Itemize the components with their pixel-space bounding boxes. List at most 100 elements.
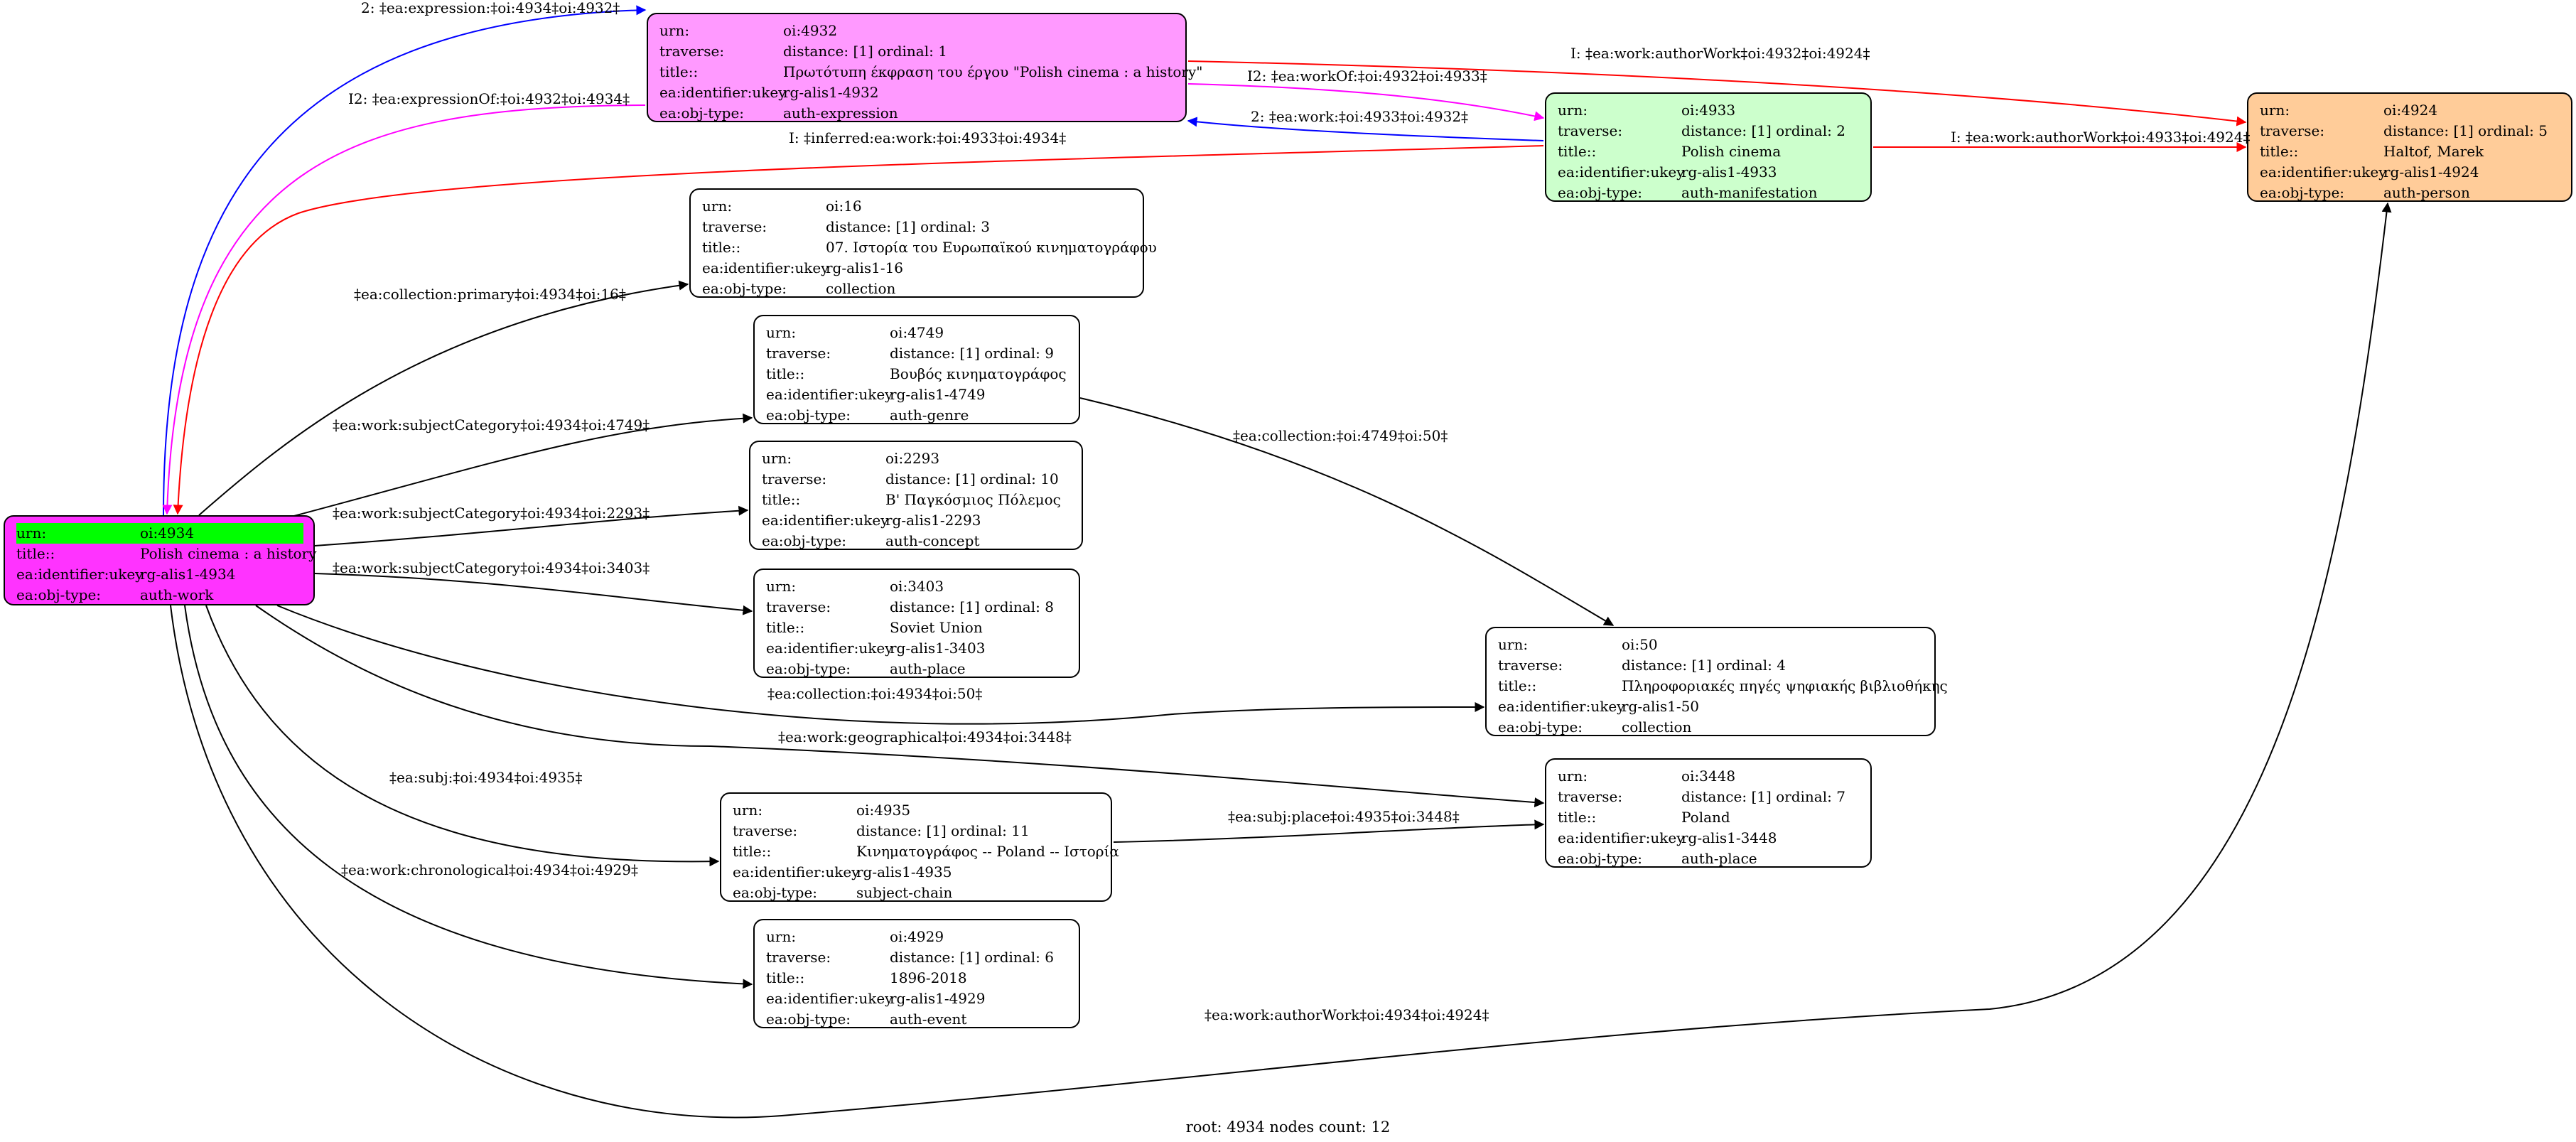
node-field-key: urn:	[733, 802, 763, 819]
node-field-row: urn:oi:4934	[16, 523, 303, 544]
node-field-value: rg-alis1-4929	[890, 990, 986, 1007]
edge-label: ‡ea:collection:primary‡oi:4934‡oi:16‡	[354, 286, 626, 303]
node-field-row: title::Β' Παγκόσμιος Πόλεμος	[762, 490, 1072, 510]
node-field-key: traverse:	[1558, 788, 1623, 805]
node-field-row: ea:obj-type:auth-place	[1558, 849, 1860, 869]
node-field-value: Haltof, Marek	[2383, 143, 2484, 160]
node-field-value: rg-alis1-3448	[1681, 829, 1777, 846]
node-field-row: traverse:distance: [1] ordinal: 2	[1558, 121, 1860, 141]
node-field-row: title::Πρωτότυπη έκφραση του έργου "Poli…	[659, 62, 1203, 82]
node-field-key: ea:obj-type:	[766, 1011, 851, 1028]
node-field-value: rg-alis1-4932	[783, 84, 879, 101]
node-field-row: urn: oi:4935	[733, 800, 1101, 821]
node-field-key: title::	[766, 365, 805, 382]
node-field-value: rg-alis1-4924	[2383, 163, 2479, 181]
edge-e3	[1187, 60, 2247, 126]
edge-label: 2: ‡ea:work:‡oi:4933‡oi:4932‡	[1251, 108, 1469, 125]
node-field-row: urn:oi:4932	[659, 21, 1175, 41]
node-field-value: oi:50	[1622, 636, 1658, 653]
node-field-value: Β' Παγκόσμιος Πόλεμος	[885, 491, 1061, 508]
graph-node-4932[interactable]: urn:oi:4932 traverse: distance: [1] ordina…	[647, 13, 1203, 122]
node-field-row: title::Βουβός κινηματογράφος	[766, 364, 1069, 384]
node-field-value: oi:4935	[856, 802, 911, 819]
node-field-key: traverse:	[766, 345, 831, 362]
node-field-value: auth-expression	[783, 104, 898, 122]
node-field-row: traverse:distance: [1] ordinal: 8	[766, 597, 1069, 618]
node-field-value: auth-event	[890, 1011, 967, 1028]
node-field-row: ea:obj-type:auth-place	[766, 659, 1069, 679]
edge-label: ‡ea:work:subjectCategory‡oi:4934‡oi:2293…	[333, 505, 650, 522]
node-field-key: urn:	[16, 523, 140, 544]
node-field-key: ea:identifier:ukey	[1558, 829, 1685, 846]
node-field-row: title::Polish cinema : a history	[16, 544, 316, 564]
edge-e5	[1187, 117, 1544, 141]
node-field-row: urn:oi:4933	[1558, 100, 1860, 121]
node-field-key: ea:obj-type:	[733, 884, 818, 901]
node-field-key: ea:identifier:ukey	[1498, 698, 1625, 715]
edge-e17	[184, 605, 753, 989]
node-field-key: title::	[16, 545, 55, 562]
node-field-value: oi:4749	[890, 324, 944, 341]
node-field-row: title::07. Ιστορία του Ευρωπαϊκού κινημα…	[702, 237, 1157, 258]
edge-e13	[276, 605, 1485, 725]
node-field-row: title::Πληροφοριακές πηγές ψηφιακής βιβλ…	[1498, 676, 1948, 696]
node-field-key: traverse:	[733, 822, 798, 839]
node-field-value: distance: [1] ordinal: 2	[1681, 122, 1845, 139]
node-field-key: title::	[766, 969, 805, 986]
node-field-value: distance: [1] ordinal: 6	[890, 949, 1054, 966]
node-field-value: rg-alis1-16	[826, 259, 904, 276]
node-field-key: title::	[1558, 143, 1597, 160]
node-field-key: title::	[2260, 143, 2299, 160]
edge-e11	[314, 505, 749, 546]
node-field-value: distance: [1] ordinal: 7	[1681, 788, 1845, 805]
node-field-row: traverse:distance: [1] ordinal: 6	[766, 947, 1069, 968]
edge-e14	[255, 605, 1545, 808]
node-field-row: traverse: distance: [1] ordinal: 1	[659, 41, 1175, 62]
node-field-value: oi:2293	[885, 450, 940, 467]
node-field-key: ea:obj-type:	[1498, 718, 1583, 736]
node-field-row: ea:obj-type: auth-event	[766, 1009, 1069, 1030]
edge-e4	[1187, 83, 1545, 122]
edge-e9	[291, 413, 753, 517]
edge-e1	[163, 5, 647, 516]
edge-label: ‡ea:collection:‡oi:4749‡oi:50‡	[1233, 427, 1448, 444]
node-field-value: 1896-2018	[890, 969, 967, 986]
node-field-value: Βουβός κινηματογράφος	[890, 365, 1067, 382]
node-field-key: ea:identifier:ukey	[16, 566, 144, 583]
node-field-value: rg-alis1-3403	[890, 640, 986, 657]
edge-label: I: ‡inferred:ea:work:‡oi:4933‡oi:4934‡	[789, 129, 1067, 146]
node-field-value: collection	[826, 280, 896, 297]
node-field-row: urn:oi:4929	[766, 927, 1069, 947]
node-field-key: title::	[766, 619, 805, 636]
node-field-row: traverse: distance: [1] ordinal: 7	[1558, 787, 1860, 807]
node-field-row: title::Poland	[1558, 807, 1860, 828]
node-field-value: auth-genre	[890, 406, 969, 424]
node-field-key: traverse:	[659, 43, 725, 60]
node-field-key: urn:	[2260, 102, 2290, 119]
node-field-key: title::	[762, 491, 801, 508]
node-field-value: distance: [1] ordinal: 1	[783, 43, 947, 60]
node-field-row: ea:obj-type:auth-genre	[766, 405, 1069, 426]
node-field-key: traverse:	[702, 218, 767, 235]
node-field-value: oi:3448	[1681, 767, 1736, 785]
